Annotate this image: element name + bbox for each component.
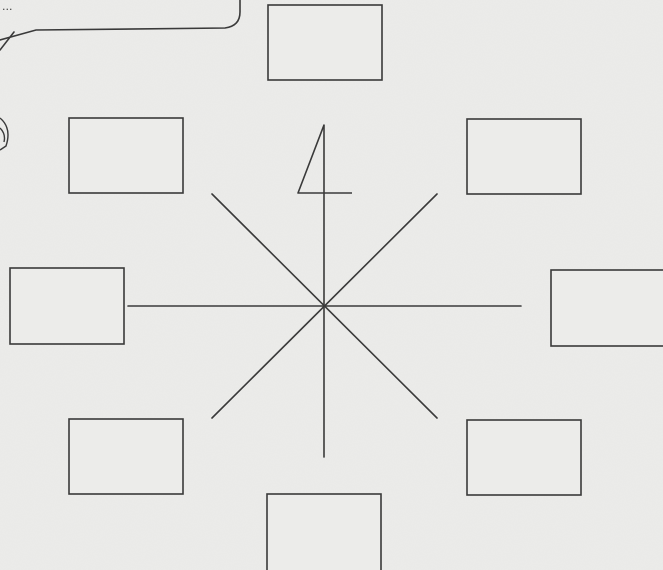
answer-box-top-left[interactable]	[69, 118, 183, 193]
answer-box-top-right[interactable]	[467, 119, 581, 194]
answer-box-bottom[interactable]	[267, 494, 381, 570]
answer-box-bottom-right[interactable]	[467, 420, 581, 495]
answer-box-left[interactable]	[10, 268, 124, 344]
answer-box-top[interactable]	[268, 5, 382, 80]
answer-box-right[interactable]	[551, 270, 663, 346]
answer-box-bottom-left[interactable]	[69, 419, 183, 494]
speech-bubble-text: ...	[2, 0, 13, 13]
